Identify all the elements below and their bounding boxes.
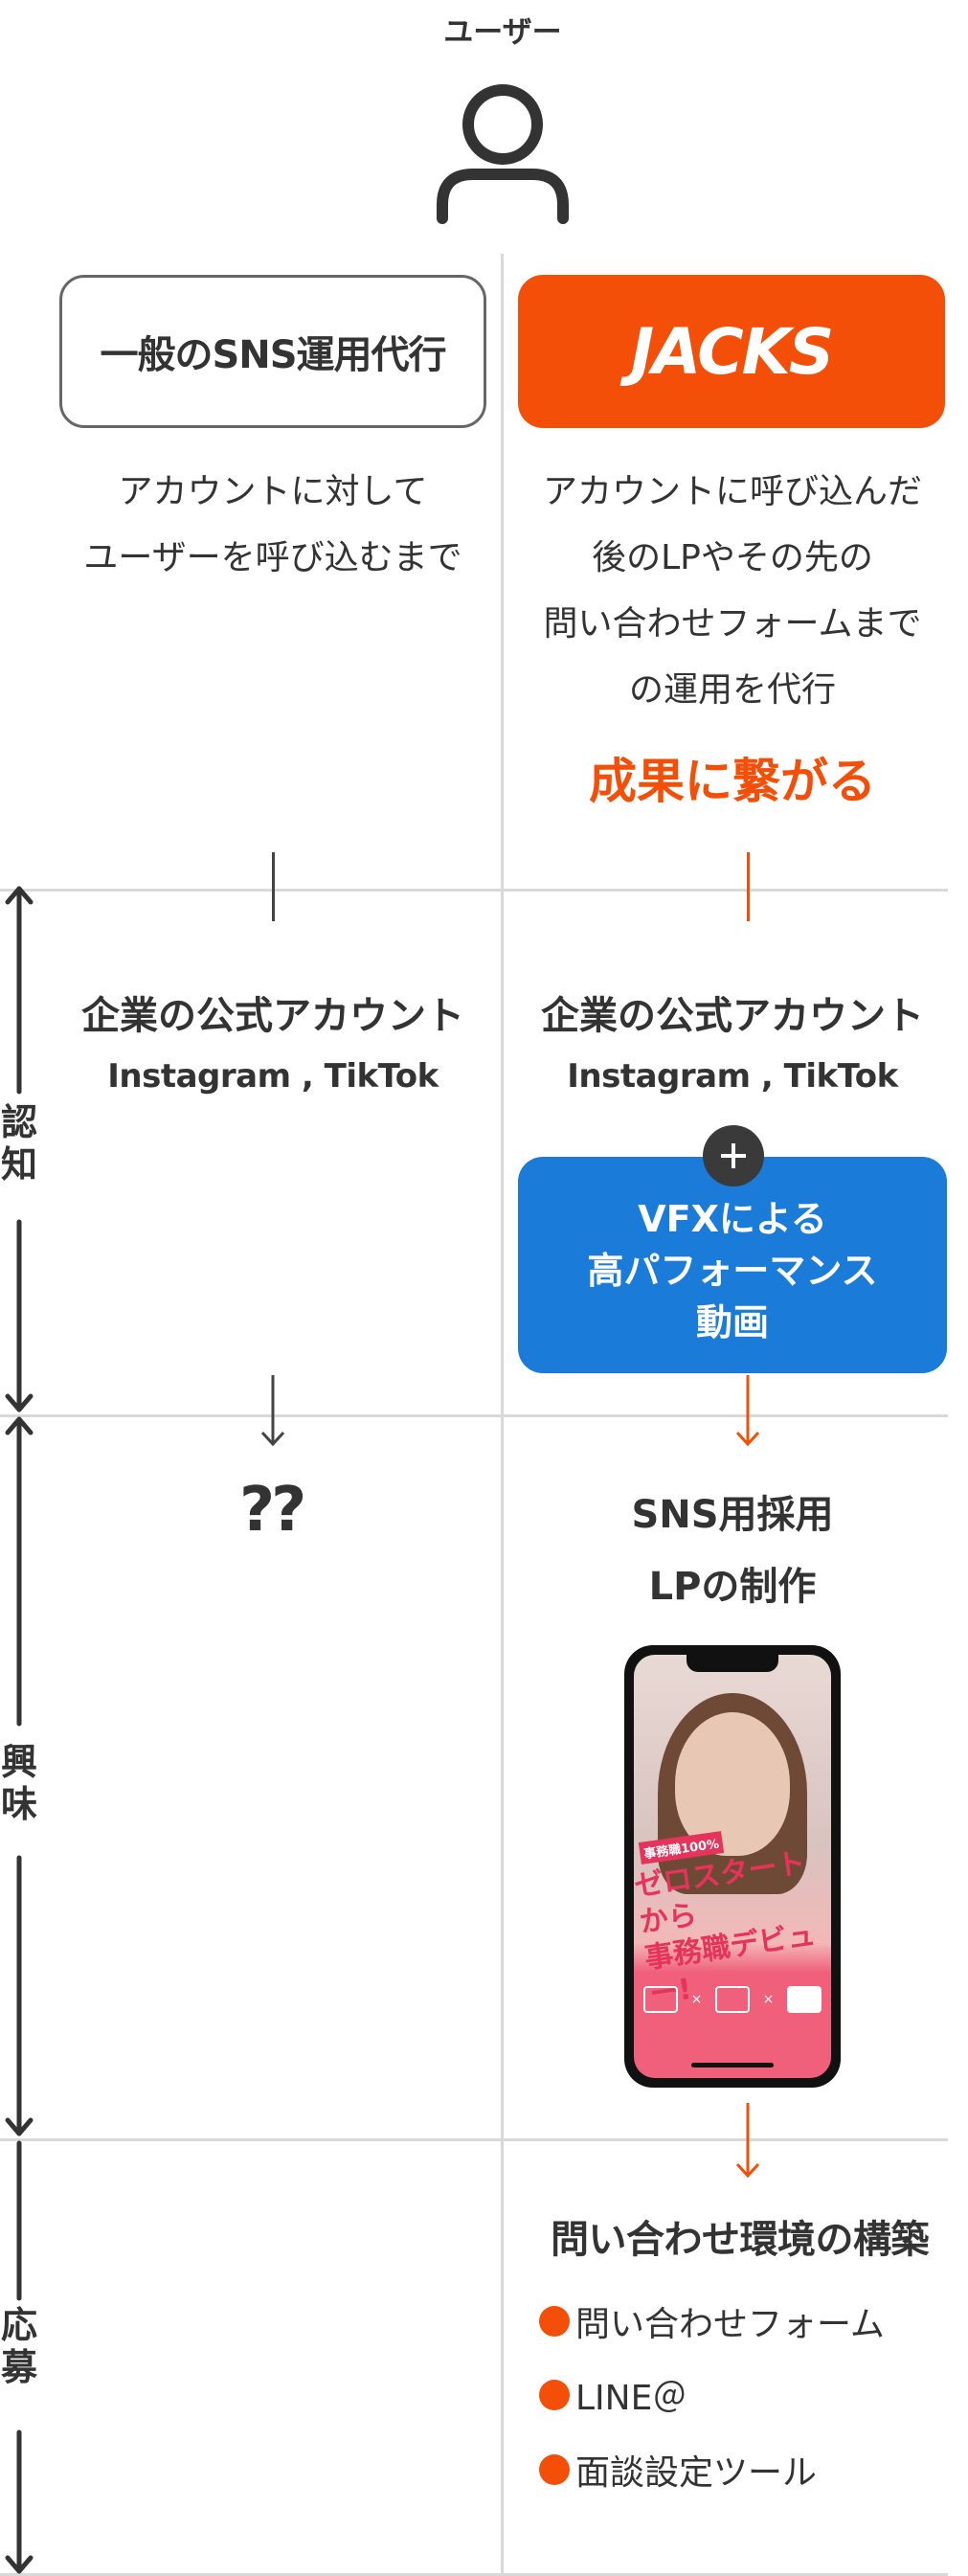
description-line: ユーザーを呼び込むまで	[83, 538, 462, 577]
contact-environment-title: 問い合わせ環境の構築	[551, 2218, 930, 2262]
user-label: ユーザー	[443, 15, 562, 50]
left-account-platforms: Instagram , TikTok	[107, 1057, 439, 1096]
stage-label-char: 募	[0, 2346, 37, 2388]
contact-item: 面談設定ツール	[539, 2445, 817, 2495]
lp-title-line: SNS用採用	[631, 1493, 834, 1537]
left-down-arrow-icon	[260, 1375, 285, 1447]
vfx-line: VFXによる	[638, 1198, 827, 1240]
laptop-icon	[714, 1986, 750, 2013]
contact-item-label: LINE＠	[575, 2379, 687, 2418]
general-description: アカウントに対して ユーザーを呼び込むまで	[38, 459, 507, 591]
plus-icon	[703, 1125, 764, 1186]
description-line: アカウントに対して	[118, 472, 428, 511]
contact-item: LINE＠	[539, 2370, 687, 2420]
contact-item-label: 問い合わせフォーム	[575, 2305, 885, 2344]
description-line: の運用を代行	[628, 670, 836, 710]
stage-label-char: 認	[0, 1101, 37, 1143]
portrait-face	[675, 1712, 790, 1856]
bullet-dot-icon	[539, 2306, 570, 2337]
right-account-title: 企業の公式アカウント	[541, 994, 924, 1038]
bullet-dot-icon	[539, 2454, 570, 2485]
vfx-line: 高パフォーマンス	[587, 1250, 878, 1292]
stage-axis	[5, 886, 34, 2574]
stage-label-awareness: 認 知	[0, 1101, 38, 1186]
calendar-icon	[643, 1986, 678, 2013]
right-account-platforms: Instagram , TikTok	[567, 1057, 898, 1096]
ranking-icon	[786, 1986, 822, 2013]
stage-label-char: 知	[0, 1143, 37, 1186]
right-connector	[747, 852, 750, 921]
description-line: 問い合わせフォームまで	[543, 604, 922, 644]
lp-production-title: SNS用採用 LPの制作	[498, 1480, 967, 1623]
jacks-header: JACKS	[518, 275, 945, 428]
times-icon: ×	[690, 1992, 703, 2007]
contact-item-label: 面談設定ツール	[575, 2453, 818, 2493]
unknown-marker: ??	[239, 1475, 306, 1546]
phone-mockup: 事務職100% ゼロスタートから 事務職デビュー! × ×	[624, 1645, 841, 2088]
stage-label-interest: 興 味	[0, 1741, 38, 1825]
left-connector	[272, 852, 275, 921]
stage-label-application: 応 募	[0, 2304, 38, 2388]
stage-label-char: 味	[0, 1783, 37, 1825]
stage-divider-interest	[0, 1414, 948, 1417]
phone-home-bar	[691, 2063, 774, 2068]
stage-label-char: 興	[0, 1741, 37, 1783]
left-account-title: 企業の公式アカウント	[81, 994, 464, 1038]
stage-label-char: 応	[0, 2304, 37, 2346]
description-line: アカウントに呼び込んだ	[542, 472, 922, 511]
jacks-description: アカウントに呼び込んだ 後のLPやその先の 問い合わせフォームまで の運用を代行	[498, 459, 967, 723]
stage-divider-application	[0, 2138, 948, 2141]
phone-notch	[687, 1655, 778, 1672]
stage-divider-awareness	[0, 889, 948, 892]
phone-screen: 事務職100% ゼロスタートから 事務職デビュー! × ×	[634, 1655, 831, 2078]
bottom-divider	[0, 2573, 948, 2576]
times-icon: ×	[762, 1992, 775, 2007]
right-down-arrow-icon	[735, 1375, 760, 1447]
description-line: 後のLPやその先の	[592, 538, 873, 577]
lp-title-line: LPの制作	[648, 1565, 817, 1609]
phone-feature-icons: × ×	[643, 1986, 822, 2013]
vfx-line: 動画	[695, 1301, 769, 1344]
vfx-video-box: VFXによる 高パフォーマンス 動画	[518, 1157, 947, 1373]
person-icon	[437, 84, 569, 224]
bullet-dot-icon	[539, 2380, 570, 2410]
contact-item: 問い合わせフォーム	[539, 2296, 885, 2346]
general-sns-header: 一般のSNS運用代行	[59, 275, 486, 428]
result-text: 成果に繋がる	[589, 754, 876, 809]
right-down-arrow-icon	[735, 2103, 760, 2179]
